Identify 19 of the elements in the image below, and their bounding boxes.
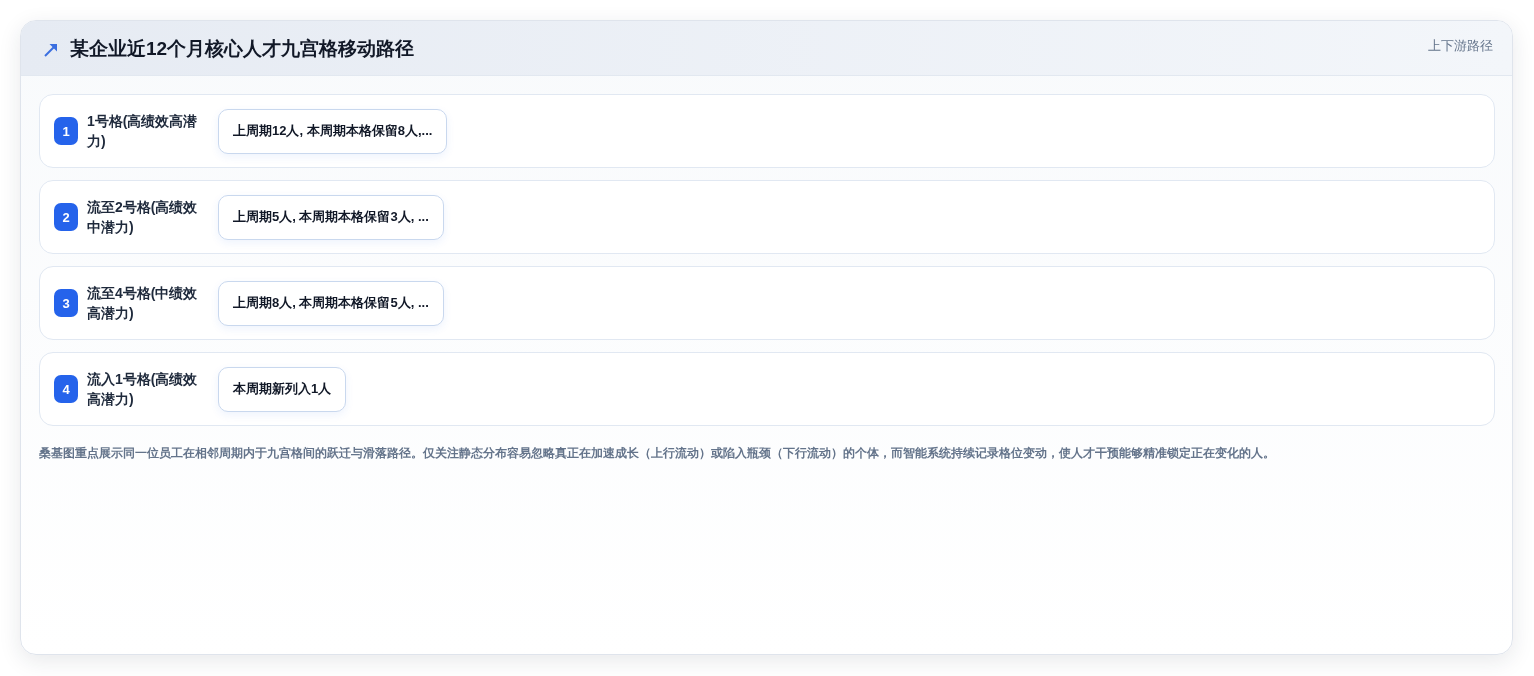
summary-tag: 本周期新列入1人 [218, 366, 347, 412]
list-row [39, 94, 1495, 168]
summary-tag: 上周期8人, 本周期本格保留5人, ... [218, 280, 444, 326]
row-label: 流至4号格(中绩效高潜力) [87, 284, 199, 323]
number-badge: 2 [54, 203, 78, 231]
summary-tag: 上周期5人, 本周期本格保留3人, ... [218, 194, 444, 240]
row-label: 流至2号格(高绩效中潜力) [87, 198, 199, 237]
list-row [39, 180, 1495, 254]
caption-text: 桑基图重点展示同一位员工在相邻周期内于九宫格间的跃迁与滑落路径。仅关注静态分布容易忽略真正在加速成长（上行流动）或陷入瓶颈（下行流动）的个体，而智能系统持续记录格位变动，使人才干预能够精准锁定正在变化的人。 [39, 445, 1276, 462]
summary-tag: 上周期12人, 本周期本格保留8人,... [218, 108, 448, 154]
header-note: 上下游路径 [1428, 37, 1493, 55]
row-label: 1号格(高绩效高潜力) [87, 112, 199, 151]
list-row [39, 352, 1495, 426]
number-badge: 1 [54, 117, 78, 145]
number-badge: 3 [54, 289, 78, 317]
diagram-title: 某企业近12个月核心人才九宫格移动路径 [70, 37, 415, 61]
list-row [39, 266, 1495, 340]
row-label: 流入1号格(高绩效高潜力) [87, 370, 199, 409]
number-badge: 4 [54, 375, 78, 403]
